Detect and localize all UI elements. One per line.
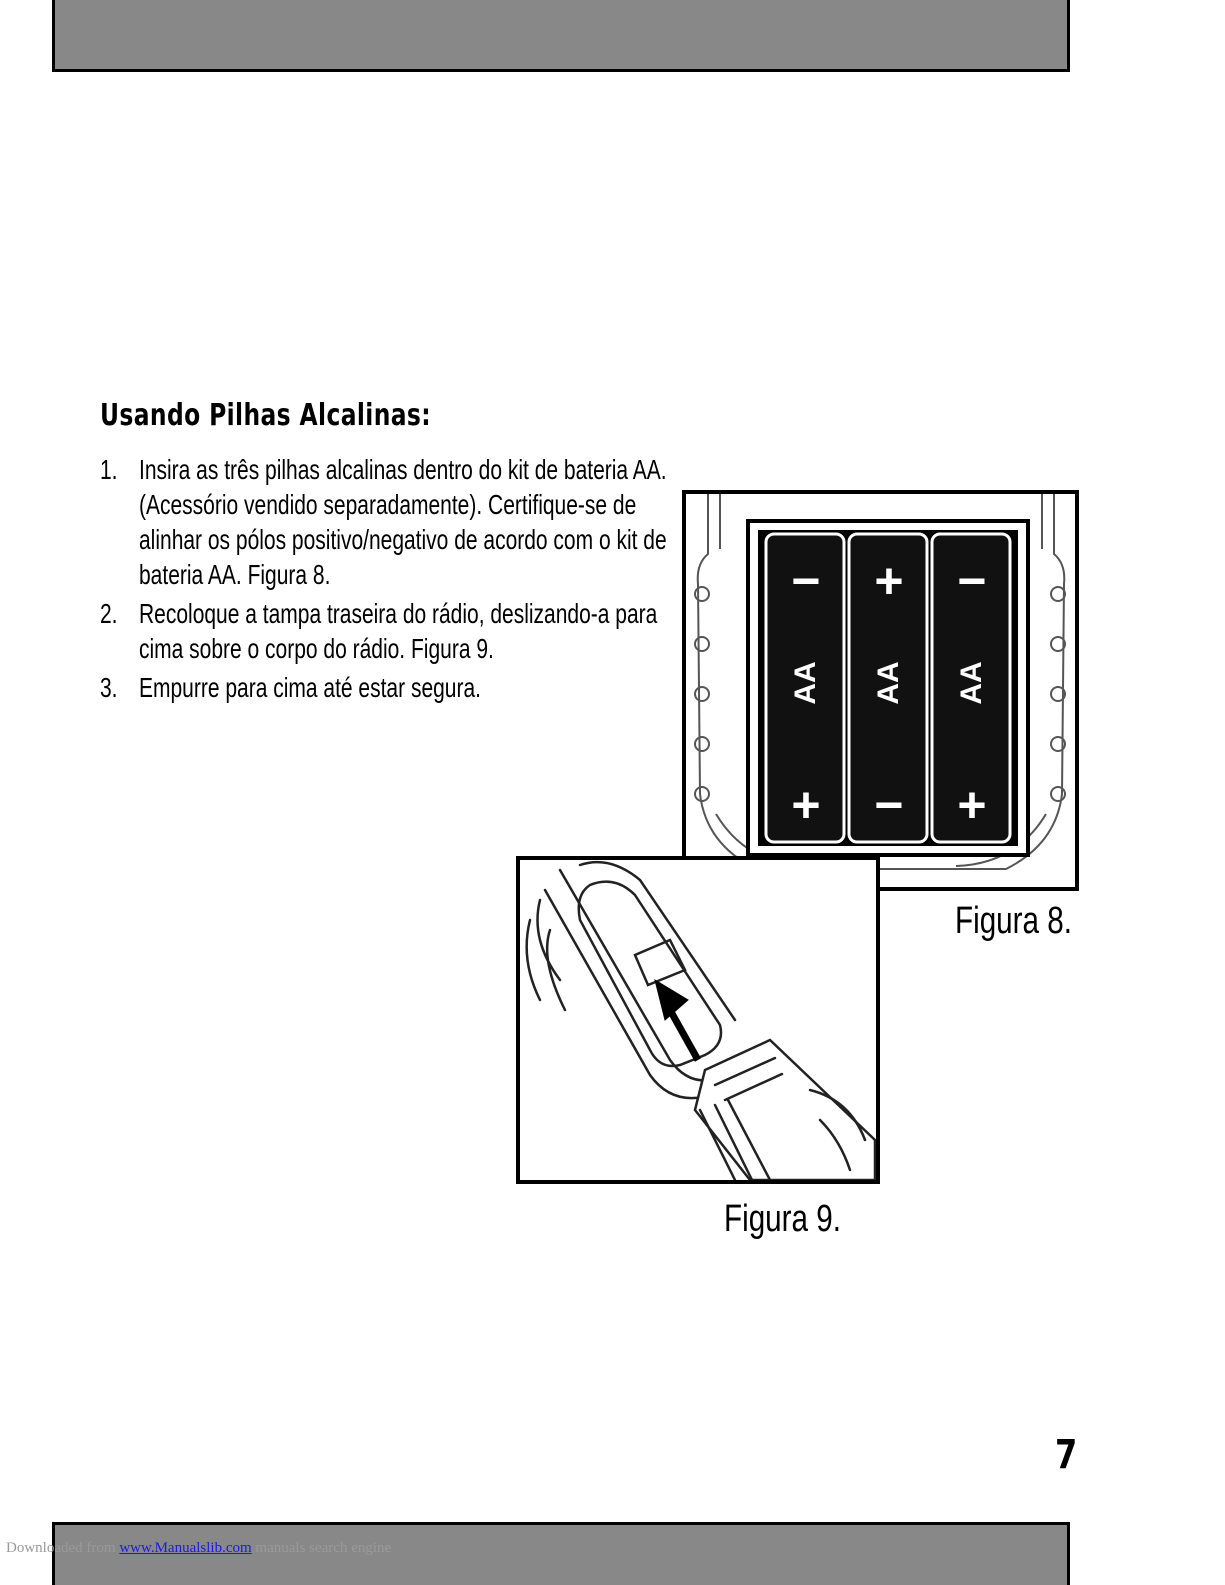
step-text: Empurre para cima até estar segura. bbox=[139, 672, 481, 703]
battery-1-top-polarity: − bbox=[791, 553, 821, 609]
step-number: 2. bbox=[100, 598, 118, 629]
battery-1-label: AA bbox=[789, 661, 822, 705]
step-number: 1. bbox=[100, 454, 118, 485]
figure-8-caption: Figura 8. bbox=[955, 900, 1072, 942]
instruction-list: 1. Insira as três pilhas alcalinas dentr… bbox=[100, 452, 670, 709]
figure-9-rear-cover bbox=[516, 856, 880, 1184]
page-number: 7 bbox=[1055, 1432, 1078, 1478]
battery-2-bottom-polarity: − bbox=[874, 777, 904, 833]
battery-3-bottom-polarity: + bbox=[957, 777, 987, 833]
footer-suffix: manuals search engine bbox=[251, 1540, 392, 1556]
list-item: 1. Insira as três pilhas alcalinas dentr… bbox=[100, 452, 670, 592]
figure-9-caption: Figura 9. bbox=[724, 1198, 841, 1240]
footer-bar bbox=[52, 1522, 1070, 1585]
rear-cover-illustration bbox=[525, 860, 876, 1180]
battery-2-top-polarity: + bbox=[874, 553, 904, 609]
step-text: Recoloque a tampa traseira do rádio, des… bbox=[139, 598, 658, 664]
battery-2-label: AA bbox=[872, 661, 905, 705]
step-number: 3. bbox=[100, 672, 118, 703]
battery-3-top-polarity: − bbox=[957, 553, 987, 609]
battery-pack-illustration bbox=[694, 494, 1066, 870]
figure-8-battery-pack: − AA + + AA − − AA + bbox=[682, 490, 1079, 891]
list-item: 2. Recoloque a tampa traseira do rádio, … bbox=[100, 596, 670, 666]
battery-3-label: AA bbox=[955, 661, 988, 705]
manualslib-link[interactable]: www.Manualslib.com bbox=[119, 1540, 252, 1556]
battery-1-bottom-polarity: + bbox=[791, 777, 821, 833]
header-bar bbox=[52, 0, 1070, 72]
section-heading: Usando Pilhas Alcalinas: bbox=[100, 398, 432, 433]
list-item: 3. Empurre para cima até estar segura. bbox=[100, 670, 670, 705]
download-footer: Downloaded from www.Manualslib.com manua… bbox=[6, 1540, 391, 1557]
step-text: Insira as três pilhas alcalinas dentro d… bbox=[139, 454, 667, 590]
footer-prefix: Downloaded from bbox=[6, 1540, 120, 1556]
